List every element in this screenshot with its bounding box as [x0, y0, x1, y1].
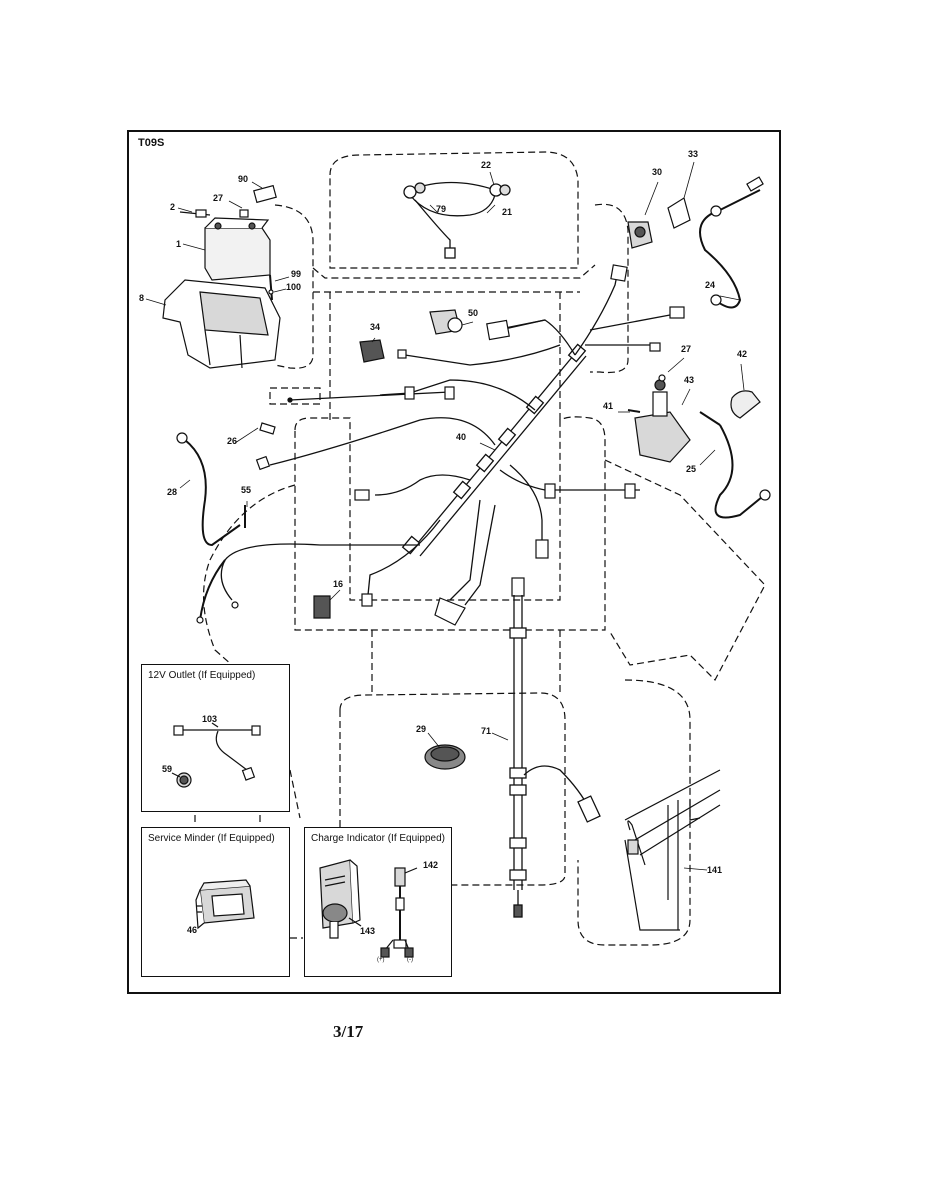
fuse-holder-outline: [269, 387, 321, 405]
left-fender-outline: [203, 484, 296, 666]
harness-71: [509, 595, 601, 918]
callout-46: 46: [187, 925, 198, 935]
charge-indicator-inset-title: Charge Indicator (If Equipped): [311, 833, 445, 844]
right-fender-outline: [604, 459, 766, 682]
callout-143: 143: [360, 926, 376, 936]
key-33: [667, 197, 691, 229]
cable-24: [699, 209, 742, 309]
electrical-components: [244, 197, 761, 770]
fuse-26: [259, 422, 276, 435]
callout-55: 55: [241, 485, 252, 495]
callout-33: 33: [688, 149, 699, 159]
link-lines: [194, 769, 303, 939]
charge-indicator-inset: Charge Indicator (If Equipped) 142 143: [304, 827, 452, 977]
linkage-141: [624, 769, 721, 931]
service-minder-inset: Service Minder (If Equipped) 46: [141, 827, 290, 977]
outlet-inset: 12V Outlet (If Equipped) 103 59: [141, 664, 290, 812]
callout-28: 28: [167, 487, 178, 497]
page-number: 3/17: [333, 1022, 364, 1041]
callout-79: 79: [436, 204, 447, 214]
callout-1: 1: [176, 239, 182, 249]
callout-103: 103: [202, 714, 218, 724]
harness-connectors: [255, 264, 685, 607]
boot-42: [730, 390, 761, 419]
callout-99: 99: [291, 269, 302, 279]
negative-terminal-label: (-): [407, 957, 413, 963]
diagram-frame: [127, 130, 781, 994]
diagram-code: T09S: [138, 137, 165, 149]
callout-29: 29: [416, 724, 427, 734]
callout-41: 41: [603, 401, 614, 411]
callout-26: 26: [227, 436, 238, 446]
callout-100: 100: [286, 282, 302, 292]
cable-25: [714, 424, 763, 519]
callout-30: 30: [652, 167, 663, 177]
relay-16: [313, 595, 331, 619]
callout-24: 24: [705, 280, 716, 290]
outlet-inset-title: 12V Outlet (If Equipped): [148, 670, 256, 681]
callout-8: 8: [139, 293, 145, 303]
callout-27-solenoid: 27: [681, 344, 692, 354]
callout-142: 142: [423, 860, 439, 870]
callout-90: 90: [238, 174, 249, 184]
service-minder-artwork: [195, 879, 255, 930]
callout-16: 16: [333, 579, 344, 589]
charge-indicator-artwork: [319, 859, 418, 958]
callout-50: 50: [468, 308, 479, 318]
callout-40: 40: [456, 432, 467, 442]
hood-outline: [329, 151, 579, 269]
callout-71: 71: [481, 726, 492, 736]
upper-panel-outline: [312, 264, 596, 293]
callout-22: 22: [481, 160, 492, 170]
console-outline: [294, 416, 606, 631]
screw-41: [627, 409, 641, 413]
battery-assembly: [162, 184, 281, 369]
nut-27b: [658, 374, 666, 382]
positive-terminal-label: (+): [377, 957, 385, 963]
callout-59: 59: [162, 764, 173, 774]
callout-42: 42: [737, 349, 748, 359]
callout-21: 21: [502, 207, 513, 217]
callout-34: 34: [370, 322, 381, 332]
terminal-cover-90: [253, 184, 277, 204]
connector-ends: [434, 597, 466, 626]
callout-25: 25: [686, 464, 697, 474]
bolt-99: [269, 274, 273, 301]
service-minder-inset-title: Service Minder (If Equipped): [148, 833, 275, 844]
headlight-harness: [403, 181, 511, 259]
callout-43: 43: [684, 375, 695, 385]
callout-27-battery: 27: [213, 193, 224, 203]
callout-141: 141: [707, 865, 723, 875]
callout-2: 2: [170, 202, 176, 212]
nut-27: [239, 209, 249, 218]
rear-right-outline: [577, 679, 691, 946]
ground-wire-left: [199, 559, 226, 621]
leader-lines: [145, 161, 745, 871]
cable-28: [184, 439, 241, 547]
right-panel-outline: [590, 203, 629, 374]
outlet-artwork: [171, 722, 261, 788]
battery-cables: [176, 176, 771, 624]
seat-outline: [350, 629, 561, 695]
